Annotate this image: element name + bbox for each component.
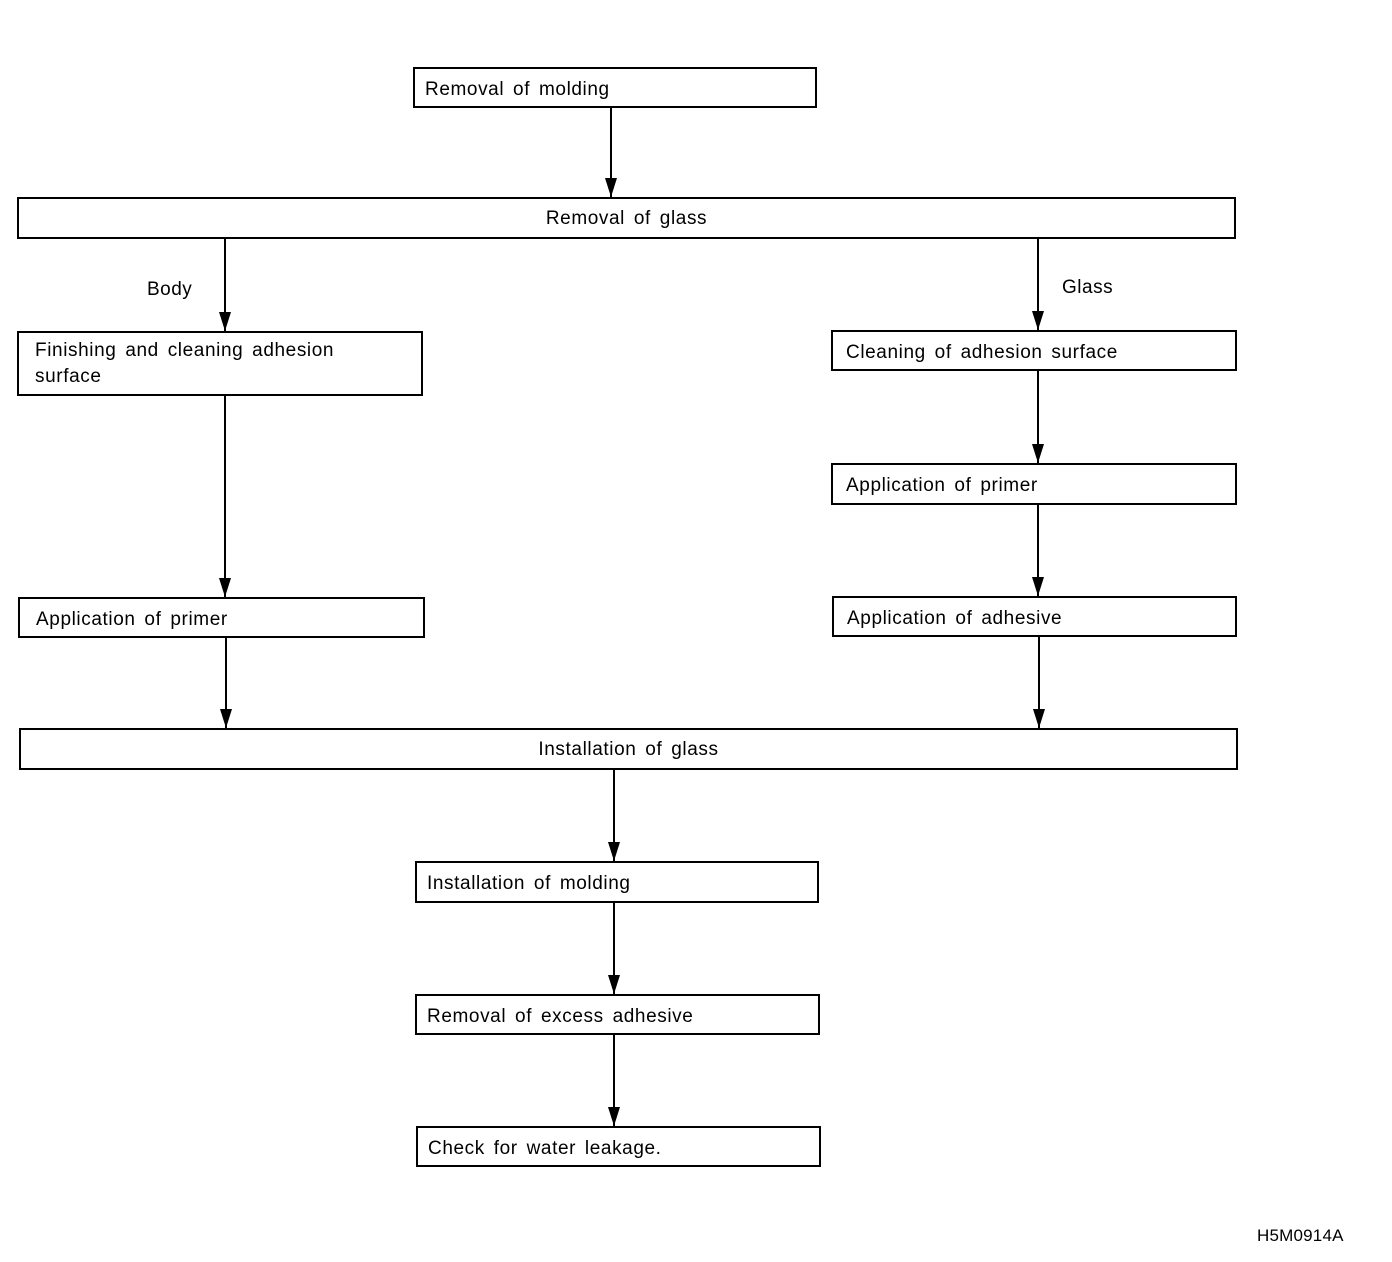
figure-code: H5M0914A	[1257, 1226, 1344, 1245]
arrowhead-2	[219, 312, 231, 331]
step-label: Removal of excess adhesive	[427, 1006, 694, 1027]
step-check-water-leakage: Check for water leakage.	[416, 1126, 821, 1167]
arrowhead-4	[219, 578, 231, 597]
step-glass-cleaning: Cleaning of adhesion surface	[831, 330, 1237, 371]
arrowhead-11	[608, 1107, 620, 1126]
step-label: Installation of molding	[427, 873, 631, 894]
step-label: Removal of molding	[425, 79, 610, 100]
step-removal-of-molding: Removal of molding	[413, 67, 817, 108]
step-label: Cleaning of adhesion surface	[846, 342, 1118, 363]
step-glass-application-adhesive: Application of adhesive	[832, 596, 1237, 637]
arrowhead-3	[1032, 311, 1044, 330]
step-label: Application of adhesive	[847, 608, 1063, 629]
step-installation-of-glass: Installation of glass	[19, 728, 1238, 770]
branch-label-body: Body	[147, 279, 193, 300]
arrowhead-10	[608, 975, 620, 994]
arrowhead-5	[1032, 444, 1044, 463]
arrowhead-9	[608, 842, 620, 861]
branch-label-glass: Glass	[1062, 277, 1114, 298]
step-label: Installation of glass	[538, 739, 719, 760]
step-body-finishing-cleaning: Finishing and cleaning adhesion surface	[17, 331, 423, 396]
arrowhead-8	[1033, 709, 1045, 728]
step-removal-of-excess-adhesive: Removal of excess adhesive	[415, 994, 820, 1035]
step-label: Finishing and cleaning adhesion surface	[35, 340, 335, 387]
step-label: Check for water leakage.	[428, 1138, 662, 1159]
arrowhead-6	[1032, 577, 1044, 596]
step-label: Application of primer	[36, 609, 228, 630]
step-body-application-primer: Application of primer	[18, 597, 425, 638]
step-installation-of-molding: Installation of molding	[415, 861, 819, 903]
step-removal-of-glass: Removal of glass	[17, 197, 1236, 239]
step-label: Application of primer	[846, 475, 1038, 496]
arrowhead-1	[605, 178, 617, 197]
step-label: Removal of glass	[545, 208, 708, 229]
step-glass-application-primer: Application of primer	[831, 463, 1237, 505]
arrowhead-7	[220, 709, 232, 728]
